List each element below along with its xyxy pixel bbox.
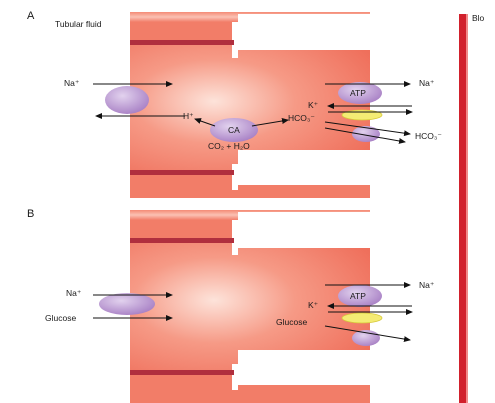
lateral-gap-b	[238, 212, 372, 220]
h-label-a: H⁺	[183, 111, 194, 121]
na-in-label-a: Na⁺	[64, 78, 80, 88]
panel-a-epithelium	[130, 12, 372, 198]
blood-vessel-highlight	[466, 14, 468, 403]
na-out-label-a: Na⁺	[419, 78, 435, 88]
panel-a-letter: A	[27, 10, 35, 22]
atp-label-b: ATP	[350, 291, 366, 301]
panel-b-letter: B	[27, 208, 34, 220]
tubular-fluid-label: Tubular fluid	[55, 19, 102, 29]
top-cell-body-b	[130, 220, 232, 240]
atp-label-a: ATP	[350, 88, 366, 98]
lower-cell-b	[130, 375, 370, 403]
hco3-out-label-a: HCO₃⁻	[415, 131, 442, 141]
blood-vessel	[459, 14, 467, 403]
lower-cell-a	[130, 175, 370, 198]
hco3-cell-label: HCO₃⁻	[288, 113, 315, 123]
tight-junction-bottom-b	[130, 370, 234, 375]
glucose-in-label-b: Glucose	[45, 313, 76, 323]
ca-label: CA	[228, 125, 240, 135]
na-in-label-b: Na⁺	[66, 288, 82, 298]
cell-a	[130, 45, 370, 170]
glucose-out-label-b: Glucose	[276, 317, 307, 327]
hco3-transporter-a	[352, 126, 380, 142]
na-out-label-b: Na⁺	[419, 280, 435, 290]
k-label-b: K⁺	[308, 300, 319, 310]
k-channel-b	[342, 313, 382, 323]
na-glucose-cotransporter	[99, 293, 155, 315]
tight-junction-bottom	[130, 170, 234, 175]
co2-h2o-label: CO₂ + H₂O	[208, 141, 250, 151]
tight-junction-top-b	[130, 238, 234, 243]
k-label-a: K⁺	[308, 100, 319, 110]
tight-junction-top	[130, 40, 234, 45]
blood-label: Blo	[472, 13, 485, 23]
lateral-gap	[238, 14, 372, 22]
na-h-exchanger-a	[105, 86, 149, 114]
